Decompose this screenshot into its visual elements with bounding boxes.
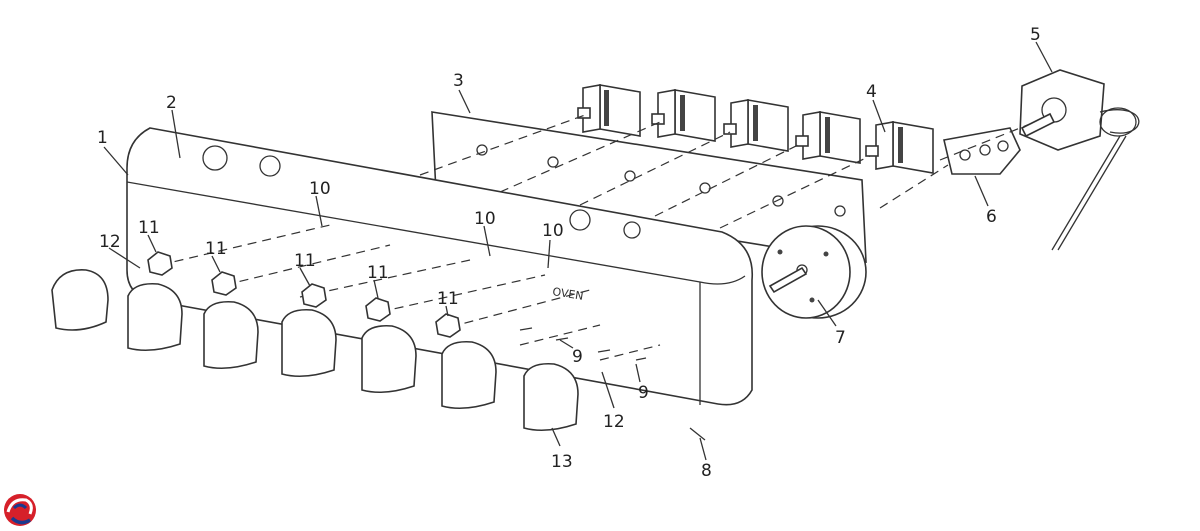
leader-lines (103, 41, 1053, 461)
assembly-lines (159, 114, 1036, 361)
rotary-switches (577, 84, 934, 174)
rotary-switch (577, 84, 641, 137)
rotary-switch (865, 121, 934, 174)
callout-12: 12 (99, 232, 121, 252)
nut (147, 251, 173, 276)
rotary-switch (795, 111, 861, 164)
callout-8: 8 (701, 461, 712, 481)
callout-10: 10 (474, 209, 496, 229)
screws (519, 327, 706, 441)
callout-11: 11 (294, 251, 316, 271)
callouts: 1 2 3 4 5 6 7 8 9 9 10 10 10 11 11 11 11… (97, 25, 1041, 481)
callout-9: 9 (638, 383, 649, 403)
knob (441, 340, 497, 410)
rotary-switch (723, 99, 789, 152)
rotary-switch (651, 89, 716, 142)
knob (281, 308, 337, 378)
timer (761, 225, 867, 319)
callout-9: 9 (572, 347, 583, 367)
callout-11: 11 (367, 263, 389, 283)
knob (127, 282, 183, 352)
nut (211, 271, 237, 296)
knob (361, 324, 417, 394)
selector-switch (943, 127, 1021, 175)
callout-6: 6 (986, 207, 997, 227)
callout-4: 4 (866, 82, 877, 102)
nut (301, 283, 327, 308)
callout-11: 11 (138, 218, 160, 238)
callout-3: 3 (453, 71, 464, 91)
nut (435, 313, 461, 338)
callout-10: 10 (542, 221, 564, 241)
callout-10: 10 (309, 179, 331, 199)
knob (51, 269, 109, 331)
knob (203, 300, 259, 370)
mounting-plate (431, 111, 867, 263)
nut (365, 297, 391, 322)
callout-11: 11 (437, 289, 459, 309)
callout-12: 12 (603, 412, 625, 432)
thermostat (1019, 69, 1140, 251)
nuts (147, 251, 461, 338)
callout-1: 1 (97, 128, 108, 148)
control-knobs (51, 269, 579, 432)
brand-swirl-icon (4, 494, 36, 526)
callout-2: 2 (166, 93, 177, 113)
knob (523, 362, 579, 432)
callout-7: 7 (835, 328, 846, 348)
callout-5: 5 (1030, 25, 1041, 45)
callout-13: 13 (551, 452, 573, 472)
callout-11: 11 (205, 239, 227, 259)
